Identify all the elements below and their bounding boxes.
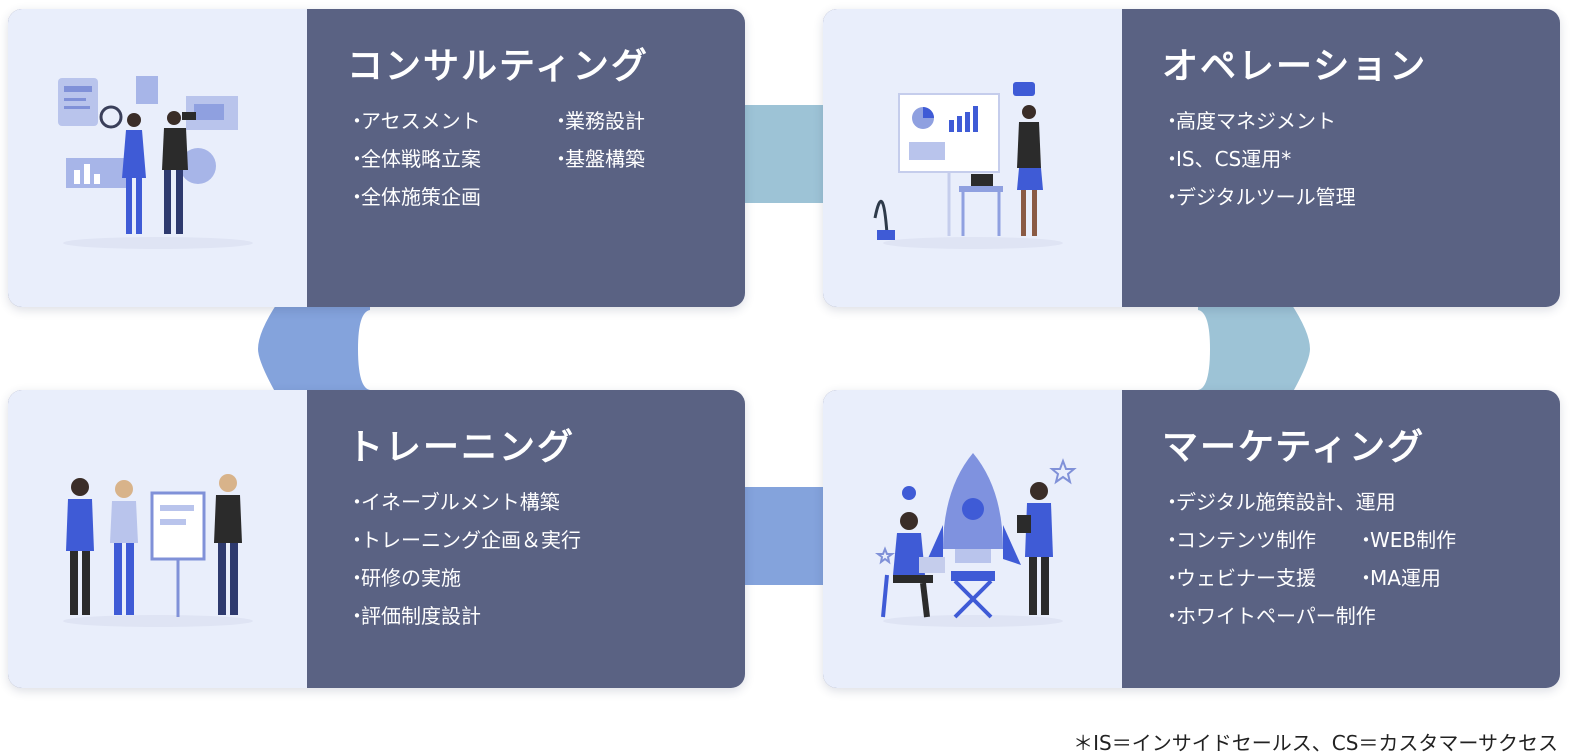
list-item: ・MA運用 bbox=[1356, 566, 1441, 590]
list-item: ・全体施策企画 bbox=[347, 185, 481, 209]
bullet: ・ bbox=[551, 109, 571, 133]
bullet: ・ bbox=[1162, 109, 1182, 133]
bullet: ・ bbox=[347, 490, 367, 514]
training-items: ・イネーブルメント構築 ・トレーニング企画＆実行 ・研修の実施 ・評価制度設計 bbox=[347, 490, 745, 629]
list-item: ・WEB制作 bbox=[1356, 528, 1457, 552]
footnote: ＊IS＝インサイドセールス、CS＝カスタマーサクセス bbox=[1073, 731, 1558, 755]
list-item: ・IS、CS運用* bbox=[1162, 147, 1292, 171]
bullet: ・ bbox=[347, 604, 367, 628]
bullet: ・ bbox=[347, 528, 367, 552]
card-title: コンサルティング bbox=[347, 46, 649, 87]
card-title: トレーニング bbox=[347, 427, 576, 468]
training-illustration bbox=[8, 390, 307, 688]
list-item: ・トレーニング企画＆実行 bbox=[347, 528, 581, 552]
list-item: ・ウェビナー支援 bbox=[1162, 566, 1316, 590]
consulting-items: ・アセスメント ・全体戦略立案 ・全体施策企画 ・業務設計 ・基盤構築 bbox=[347, 109, 745, 210]
training-team-icon bbox=[62, 474, 253, 627]
list-item: ・評価制度設計 bbox=[347, 604, 481, 628]
card-consulting: コンサルティング ・アセスメント ・全体戦略立案 ・全体施策企画 ・業務設計 ・… bbox=[8, 9, 745, 307]
bullet: ・ bbox=[347, 147, 367, 171]
list-item: ・イネーブルメント構築 bbox=[347, 490, 560, 514]
consulting-team-icon bbox=[57, 76, 253, 249]
bullet: ・ bbox=[1162, 147, 1182, 171]
marketing-items: ・デジタル施策設計、運用 ・コンテンツ制作 ・WEB制作 ・ウェビナー支援 ・M… bbox=[1162, 490, 1560, 629]
list-item: ・全体戦略立案 bbox=[347, 147, 481, 171]
operation-illustration bbox=[823, 9, 1122, 307]
list-item: ・アセスメント bbox=[347, 109, 481, 133]
connector-right-arc bbox=[1198, 302, 1310, 397]
bullet: ・ bbox=[347, 109, 367, 133]
connector-left-arc bbox=[258, 302, 370, 397]
bullet: ・ bbox=[347, 566, 367, 590]
list-item: ・ホワイトペーパー制作 bbox=[1162, 604, 1376, 628]
card-marketing: マーケティング ・デジタル施策設計、運用 ・コンテンツ制作 ・WEB制作 ・ウェ… bbox=[823, 390, 1560, 688]
bullet: ・ bbox=[551, 147, 571, 171]
connector-top bbox=[740, 105, 830, 203]
card-title: マーケティング bbox=[1162, 427, 1426, 468]
bullet: ・ bbox=[1162, 185, 1182, 209]
list-item: ・デジタルツール管理 bbox=[1162, 185, 1356, 209]
presentation-board-icon bbox=[873, 82, 1063, 249]
card-operation: オペレーション ・高度マネジメント ・IS、CS運用* ・デジタルツール管理 bbox=[823, 9, 1560, 307]
card-title: オペレーション bbox=[1162, 46, 1428, 87]
bullet: ・ bbox=[1356, 528, 1376, 552]
consulting-illustration bbox=[8, 9, 307, 307]
list-item: ・コンテンツ制作 bbox=[1162, 528, 1316, 552]
connector-bottom bbox=[740, 487, 830, 585]
bullet: ・ bbox=[1162, 566, 1182, 590]
list-item: ・デジタル施策設計、運用 bbox=[1162, 490, 1396, 514]
bullet: ・ bbox=[1162, 490, 1182, 514]
bullet: ・ bbox=[347, 185, 367, 209]
list-item: ・高度マネジメント bbox=[1162, 109, 1336, 133]
bullet: ・ bbox=[1356, 566, 1376, 590]
list-item: ・基盤構築 bbox=[551, 147, 645, 171]
rocket-launch-icon bbox=[874, 453, 1077, 627]
operation-items: ・高度マネジメント ・IS、CS運用* ・デジタルツール管理 bbox=[1162, 109, 1560, 210]
bullet: ・ bbox=[1162, 528, 1182, 552]
bullet: ・ bbox=[1162, 604, 1182, 628]
list-item: ・研修の実施 bbox=[347, 566, 461, 590]
card-training: トレーニング ・イネーブルメント構築 ・トレーニング企画＆実行 ・研修の実施 ・… bbox=[8, 390, 745, 688]
marketing-illustration bbox=[823, 390, 1122, 688]
list-item: ・業務設計 bbox=[551, 109, 645, 133]
